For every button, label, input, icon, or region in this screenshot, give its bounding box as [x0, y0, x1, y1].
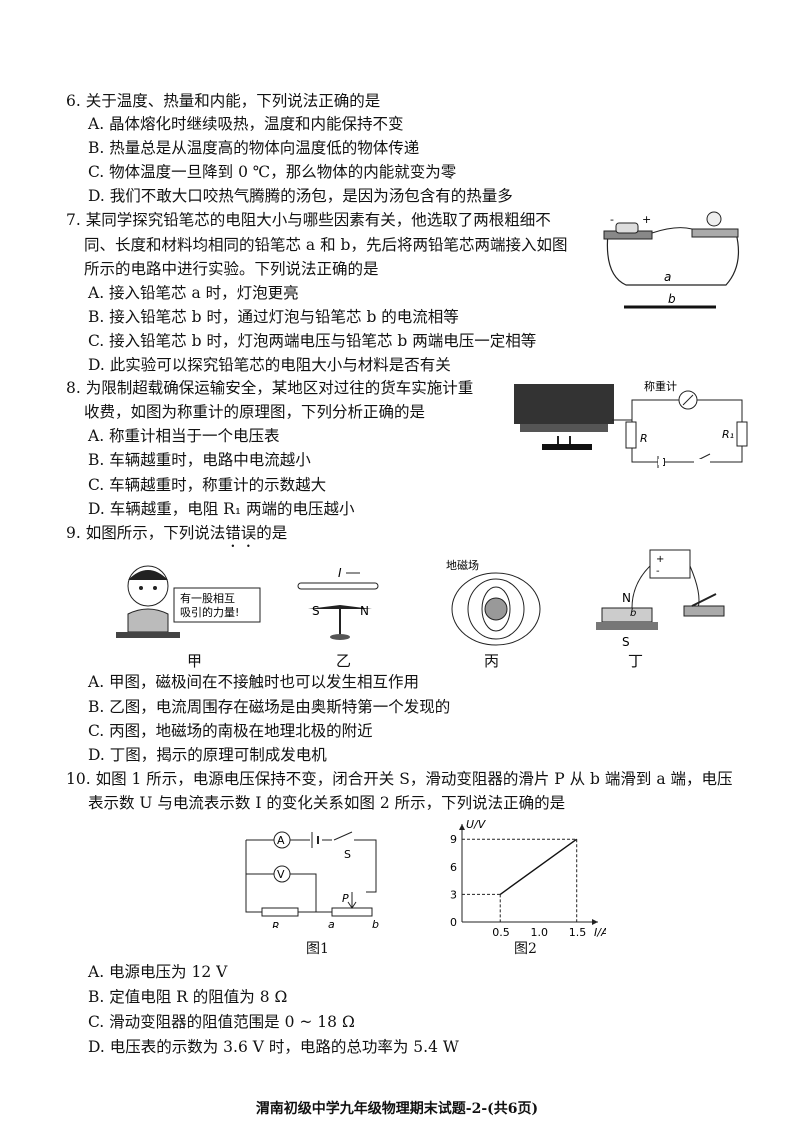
q10-r-label: R	[272, 920, 280, 928]
q9-ding-plus-label: +	[656, 554, 664, 565]
speech-bubble	[173, 587, 261, 623]
q8-option-b[interactable]: B. 车辆越重时，电路中电流越小	[88, 451, 311, 469]
q9-caption-yi: 乙	[336, 652, 352, 670]
q10-option-a[interactable]: A. 电源电压为 12 V	[88, 963, 228, 981]
q10-end-b-label: b	[372, 918, 379, 928]
magnet-icon	[601, 607, 653, 623]
q10-stem-line1: 10. 如图 1 所示，电源电压保持不变，闭合开关 S，滑动变阻器的滑片 P 从…	[66, 770, 733, 788]
q6-option-c[interactable]: C. 物体温度一旦降到 0 ℃，那么物体的内能就变为零	[88, 163, 457, 181]
q8-stem-line1: 8. 为限制超载确保运输安全，某地区对过往的货车实施计重	[66, 379, 474, 397]
q9-fig-ding: + - N b a S	[596, 549, 725, 649]
q9-yi-s-label: S	[312, 604, 320, 618]
q9-ding-n-label: N	[622, 591, 631, 605]
q10-option-c[interactable]: C. 滑动变阻器的阻值范围是 0 ~ 18 Ω	[88, 1013, 355, 1031]
x-tick-label: 1.0	[530, 926, 548, 939]
y-axis-label: U/V	[466, 820, 487, 831]
earth-icon	[484, 597, 508, 621]
q10-ui-chart: U/V I/A 0 0.5 1.0 1.5 3 6 9	[450, 820, 606, 939]
compass-needle-icon	[308, 605, 372, 609]
q9-yi-n-label: N	[360, 604, 369, 618]
q7-pencil-a-label: a	[664, 270, 671, 284]
q7-option-c[interactable]: C. 接入铅笔芯 b 时，灯泡两端电压与铅笔芯 b 两端电压一定相等	[88, 332, 537, 350]
q10-option-d[interactable]: D. 电压表的示数为 3.6 V 时，电路的总功率为 5.4 W	[88, 1038, 459, 1056]
y-axis-arrow	[459, 824, 465, 830]
q9-geomagnetic-label: 地磁场	[446, 558, 479, 572]
q9-bubble-line1: 有一股相互	[180, 591, 235, 605]
switch-icon	[683, 605, 725, 617]
q6-option-d[interactable]: D. 我们不敢大口咬热气腾腾的汤包，是因为汤包含有的热量多	[88, 187, 513, 205]
power-supply-icon	[649, 549, 691, 579]
bulb-icon	[706, 211, 722, 227]
y-tick-label: 9	[450, 833, 457, 846]
y-tick-label: 6	[450, 861, 457, 874]
q7-plus-label: +	[642, 213, 651, 226]
q9-bubble-line2: 吸引的力量!	[180, 605, 239, 619]
q10-caption-fig2: 图2	[514, 941, 537, 957]
q8-option-d[interactable]: D. 车辆越重，电阻 R₁ 两端的电压越小	[88, 500, 355, 518]
q9-fig-jia: 有一股相互 吸引的力量!	[116, 565, 261, 638]
q8-meter-label: 称重计	[644, 379, 677, 393]
q9-fig-yi: I S N	[297, 566, 379, 640]
q6-option-a[interactable]: A. 晶体熔化时继续吸热，温度和内能保持不变	[88, 115, 404, 133]
q10-switch-label: S	[344, 848, 351, 861]
q7-stem-line2: 同、长度和材料均相同的铅笔芯 a 和 b，先后将两铅笔芯两端接入如图	[84, 236, 568, 254]
q7-option-b[interactable]: B. 接入铅笔芯 b 时，通过灯泡与铅笔芯 b 的电流相等	[88, 308, 459, 326]
ammeter-icon	[273, 831, 291, 849]
q8-r1-label: R₁	[722, 428, 734, 441]
q10-ammeter-label: A	[277, 834, 285, 847]
q7-circuit-figure: - + a b	[603, 211, 739, 309]
q9-option-a[interactable]: A. 甲图，磁极间在不接触时也可以发生相互作用	[88, 673, 420, 691]
q9-ding-s-label: S	[622, 635, 630, 649]
series-line	[499, 838, 578, 895]
q8-stem-line2: 收费，如图为称重计的原理图，下列分析正确的是	[84, 403, 426, 421]
q7-minus-label: -	[610, 213, 614, 226]
q8-option-c[interactable]: C. 车辆越重时，称重计的示数越大	[88, 476, 327, 494]
q9-ding-minus-label: -	[656, 566, 660, 577]
q8-r-label: R	[640, 432, 648, 445]
x-tick-label: 1.5	[569, 926, 587, 939]
q7-pencil-b-label: b	[668, 292, 676, 306]
q7-option-d[interactable]: D. 此实验可以探究铅笔芯的电阻大小与材料是否有关	[88, 356, 451, 374]
q9-option-c[interactable]: C. 丙图，地磁场的南极在地理北极的附近	[88, 722, 373, 740]
q10-caption-fig1: 图1	[306, 941, 329, 957]
q9-option-d[interactable]: D. 丁图，揭示的原理可制成发电机	[88, 746, 327, 764]
x-axis-label: I/A	[594, 926, 606, 939]
q9-caption-ding: 丁	[628, 652, 644, 670]
q7-stem-line3: 所示的电路中进行实验。下列说法正确的是	[84, 260, 379, 278]
q10-circuit-figure-1: A S V R P a b	[245, 831, 379, 928]
x-axis-arrow	[592, 919, 598, 925]
q10-stem-line2: 表示数 U 与电流表示数 I 的变化关系如图 2 所示，下列说法正确的是	[88, 794, 566, 812]
q10-option-b[interactable]: B. 定值电阻 R 的阻值为 8 Ω	[88, 988, 288, 1006]
q9-stem-emphasis: 错误	[225, 524, 257, 542]
q7-option-a[interactable]: A. 接入铅笔芯 a 时，灯泡更亮	[88, 284, 299, 302]
q9-caption-bing: 丙	[484, 652, 500, 670]
rheostat-icon	[331, 907, 373, 917]
q6-option-b[interactable]: B. 热量总是从温度高的物体向温度低的物体传递	[88, 139, 420, 157]
q9-ding-b-label: b	[630, 608, 636, 619]
q9-fig-bing: 地磁场	[446, 558, 541, 646]
q6-stem: 6. 关于温度、热量和内能，下列说法正确的是	[66, 92, 381, 110]
page-footer: 渭南初级中学九年级物理期末试题-2-(共6页)	[255, 1101, 539, 1117]
origin-label: 0	[450, 916, 457, 929]
q8-weighing-figure: 称重计 R R₁	[514, 379, 748, 468]
q9-current-label: I	[338, 566, 342, 580]
q10-voltmeter-label: V	[277, 868, 285, 881]
truck-icon	[514, 384, 614, 424]
q9-stem: 9. 如图所示，下列说法错误的是	[66, 524, 288, 542]
q8-option-a[interactable]: A. 称重计相当于一个电压表	[88, 427, 280, 445]
q10-slider-label: P	[342, 892, 349, 905]
q10-end-a-label: a	[328, 918, 335, 928]
y-tick-label: 3	[450, 888, 457, 901]
q9-caption-jia: 甲	[187, 652, 203, 670]
x-tick-label: 0.5	[492, 926, 510, 939]
q9-option-b[interactable]: B. 乙图，电流周围存在磁场是由奥斯特第一个发现的	[88, 698, 451, 716]
q7-stem-line1: 7. 某同学探究铅笔芯的电阻大小与哪些因素有关，他选取了两根粗细不	[66, 211, 551, 229]
